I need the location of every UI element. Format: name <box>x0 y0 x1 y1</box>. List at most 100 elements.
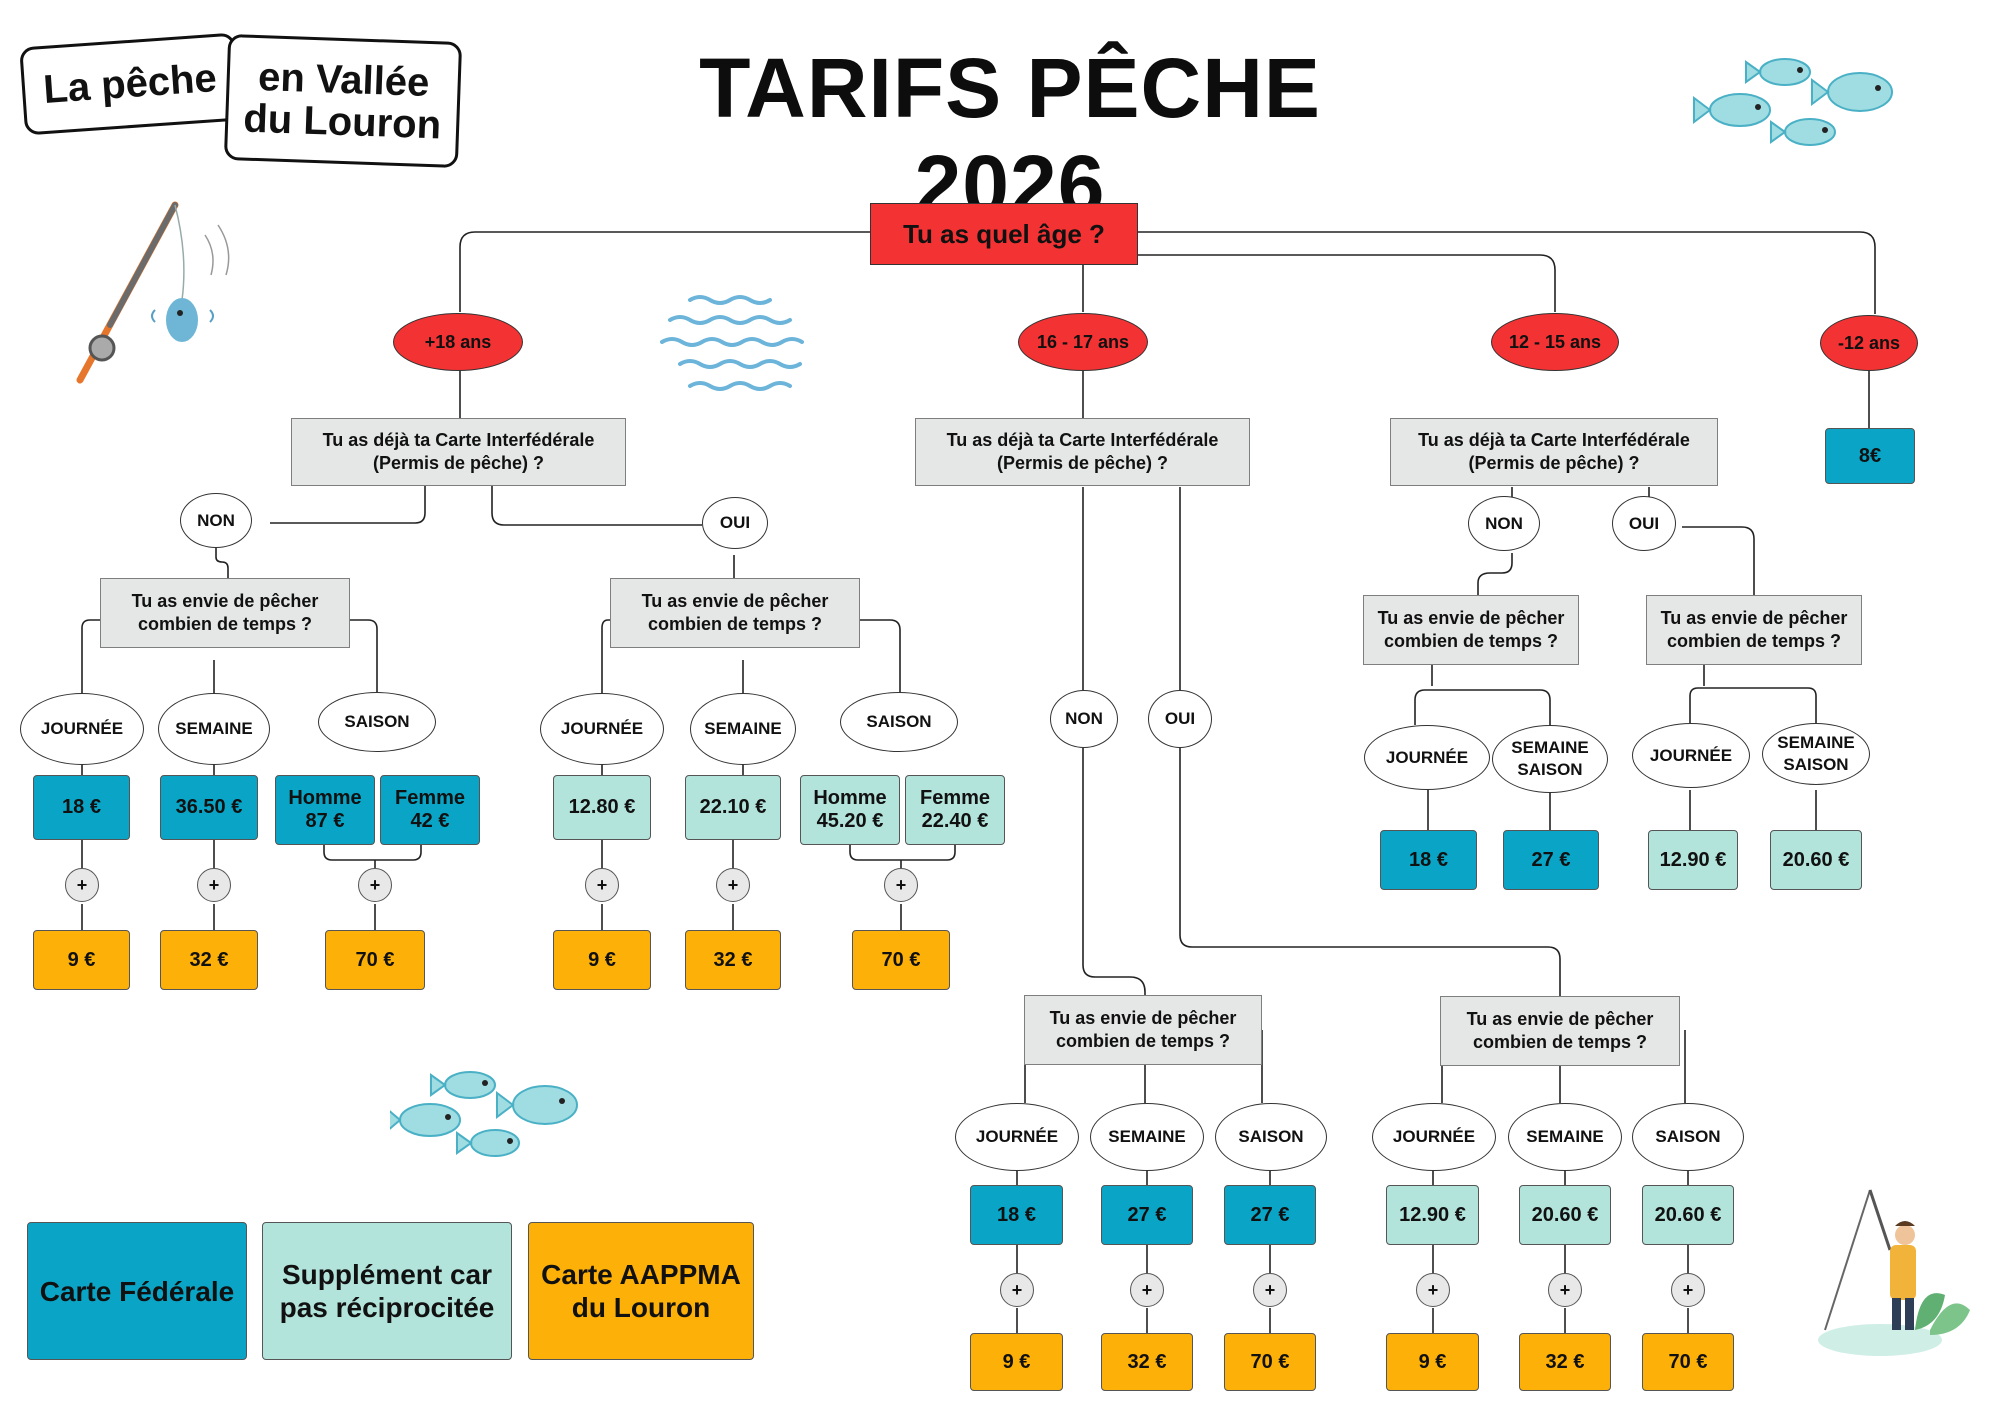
price-16-17-yes-season: 20.60 € <box>1642 1185 1734 1245</box>
duration-day: JOURNÉE <box>20 693 144 765</box>
price-16-17-yes-week: 20.60 € <box>1519 1185 1611 1245</box>
price-adult-yes-day: 12.80 € <box>553 775 651 840</box>
duration-week-season: SEMAINE SAISON <box>1762 723 1870 785</box>
price-16-17-no-week: 27 € <box>1101 1185 1193 1245</box>
duration-day: JOURNÉE <box>1364 725 1490 790</box>
page-title: TARIFS PÊCHE 2026 <box>699 41 1321 232</box>
plus-sign: + <box>1130 1273 1164 1307</box>
plus-sign: + <box>65 868 99 902</box>
fish-school-icon <box>390 1071 578 1157</box>
age-under-12: -12 ans <box>1820 315 1918 371</box>
age-12-15: 12 - 15 ans <box>1491 313 1619 371</box>
fish-school-icon <box>1693 58 1893 146</box>
legend-aappma-card: Carte AAPPMA du Louron <box>528 1222 754 1360</box>
price-12-15-yes-week-season: 20.60 € <box>1770 830 1862 890</box>
duration-day: JOURNÉE <box>1632 723 1750 788</box>
duration-season: SAISON <box>1215 1103 1327 1171</box>
price-16-17-no-day: 18 € <box>970 1185 1063 1245</box>
sex-label: Homme <box>288 787 362 809</box>
price-adult-yes-week: 22.10 € <box>685 775 781 840</box>
price-16-17-no-aappma-week: 32 € <box>1101 1333 1193 1391</box>
duration-season: SAISON <box>1632 1103 1744 1171</box>
price-adult-no-aappma-day: 9 € <box>33 930 130 990</box>
plus-sign: + <box>716 868 750 902</box>
sex-label: Femme <box>394 787 466 809</box>
price-value: 87 € <box>305 810 345 832</box>
price-adult-yes-aappma-week: 32 € <box>685 930 781 990</box>
legend-federal-card: Carte Fédérale <box>27 1222 247 1360</box>
duration-week: SEMAINE <box>690 693 796 765</box>
duration-question-12-15-yes: Tu as envie de pêcher combien de temps ? <box>1646 595 1862 665</box>
answer-yes-16-17: OUI <box>1148 690 1212 748</box>
water-waves-icon <box>660 295 804 391</box>
sex-label: Femme <box>919 787 991 809</box>
plus-sign: + <box>1253 1273 1287 1307</box>
price-child: 8€ <box>1825 428 1915 484</box>
legend-supplement: Supplément car pas réciprocitée <box>262 1222 512 1360</box>
answer-no-12-15: NON <box>1468 496 1540 551</box>
price-value: 22.40 € <box>921 810 989 832</box>
plus-sign: + <box>1671 1273 1705 1307</box>
plus-sign: + <box>1000 1273 1034 1307</box>
price-adult-no-aappma-week: 32 € <box>160 930 258 990</box>
plus-sign: + <box>1416 1273 1450 1307</box>
price-12-15-no-day: 18 € <box>1380 830 1477 890</box>
card-question-16-17: Tu as déjà ta Carte Interfédérale (Permi… <box>915 418 1250 486</box>
duration-question-16-17-no: Tu as envie de pêcher combien de temps ? <box>1024 995 1262 1065</box>
duration-question-16-17-yes: Tu as envie de pêcher combien de temps ? <box>1440 996 1680 1066</box>
duration-week: SEMAINE <box>1090 1103 1204 1171</box>
price-12-15-no-week-season: 27 € <box>1503 830 1599 890</box>
duration-day: JOURNÉE <box>540 693 664 765</box>
duration-week: SEMAINE <box>158 693 270 765</box>
answer-no-adult: NON <box>180 493 252 548</box>
card-question-12-15: Tu as déjà ta Carte Interfédérale (Permi… <box>1390 418 1718 486</box>
duration-day: JOURNÉE <box>1372 1103 1496 1171</box>
duration-day: JOURNÉE <box>955 1103 1079 1171</box>
duration-question-adult-yes: Tu as envie de pêcher combien de temps ? <box>610 578 860 648</box>
answer-no-16-17: NON <box>1050 690 1118 748</box>
price-16-17-yes-day: 12.90 € <box>1386 1185 1479 1245</box>
price-adult-no-aappma-season: 70 € <box>325 930 425 990</box>
price-12-15-yes-day: 12.90 € <box>1648 830 1738 890</box>
logo-part-1: La pêche <box>19 32 241 136</box>
price-adult-yes-aappma-season: 70 € <box>852 930 950 990</box>
duration-question-adult-no: Tu as envie de pêcher combien de temps ? <box>100 578 350 648</box>
plus-sign: + <box>1548 1273 1582 1307</box>
price-adult-no-day: 18 € <box>33 775 130 840</box>
answer-yes-adult: OUI <box>702 497 768 549</box>
plus-sign: + <box>884 868 918 902</box>
age-16-17: 16 - 17 ans <box>1018 313 1148 371</box>
duration-season: SAISON <box>840 692 958 752</box>
plus-sign: + <box>358 868 392 902</box>
price-adult-yes-aappma-day: 9 € <box>553 930 651 990</box>
price-16-17-yes-aappma-week: 32 € <box>1519 1333 1611 1391</box>
card-question-adult: Tu as déjà ta Carte Interfédérale (Permi… <box>291 418 626 486</box>
logo-part-2: en Vallée du Louron <box>223 33 463 169</box>
fisherman-icon <box>1818 1189 1970 1356</box>
age-adult: +18 ans <box>393 313 523 371</box>
price-16-17-no-season: 27 € <box>1224 1185 1316 1245</box>
root-question: Tu as quel âge ? <box>870 203 1138 265</box>
answer-yes-12-15: OUI <box>1612 496 1676 551</box>
duration-week-season: SEMAINE SAISON <box>1492 725 1608 793</box>
sex-label: Homme <box>813 787 887 809</box>
duration-week: SEMAINE <box>1508 1103 1622 1171</box>
price-16-17-no-aappma-day: 9 € <box>970 1333 1063 1391</box>
duration-season: SAISON <box>318 692 436 752</box>
fishing-rod-icon <box>76 201 230 384</box>
duration-question-12-15-no: Tu as envie de pêcher combien de temps ? <box>1363 595 1579 665</box>
plus-sign: + <box>585 868 619 902</box>
price-16-17-yes-aappma-season: 70 € <box>1642 1333 1734 1391</box>
price-value: 42 € <box>410 810 450 832</box>
price-16-17-yes-aappma-day: 9 € <box>1386 1333 1479 1391</box>
price-value: 45.20 € <box>816 810 884 832</box>
plus-sign: + <box>197 868 231 902</box>
price-16-17-no-aappma-season: 70 € <box>1224 1333 1316 1391</box>
price-adult-no-week: 36.50 € <box>160 775 258 840</box>
